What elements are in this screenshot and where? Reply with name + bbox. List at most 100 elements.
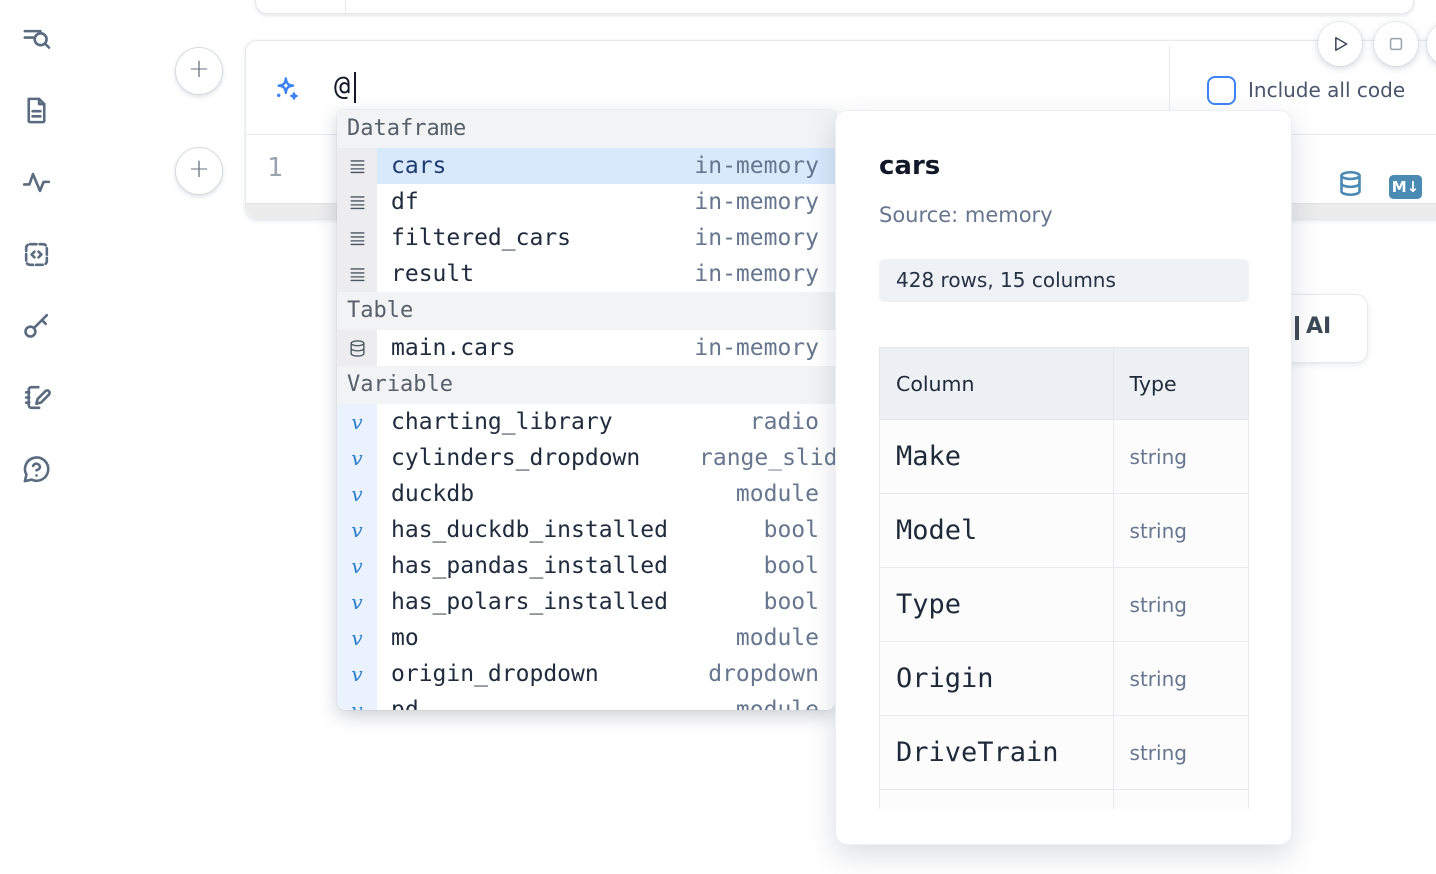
include-all-code-checkbox[interactable] bbox=[1207, 75, 1236, 105]
add-cell-below-button[interactable]: + bbox=[175, 147, 223, 195]
autocomplete-section-header: Dataframe bbox=[337, 110, 835, 148]
schema-column-name bbox=[879, 789, 1114, 809]
include-all-code-label: Include all code bbox=[1248, 78, 1406, 102]
schema-header-column: Column bbox=[879, 347, 1114, 420]
autocomplete-option[interactable]: v has_duckdb_installed bool bbox=[337, 512, 835, 548]
variable-icon: v bbox=[337, 584, 377, 620]
option-name: df bbox=[391, 189, 419, 215]
prompt-divider bbox=[1169, 45, 1170, 133]
option-name: mo bbox=[391, 625, 419, 651]
rows-columns-badge: 428 rows, 15 columns bbox=[879, 259, 1249, 302]
text-cursor bbox=[354, 72, 356, 103]
option-name: origin_dropdown bbox=[391, 661, 599, 687]
option-type: range_slider bbox=[699, 445, 835, 471]
option-name: cylinders_dropdown bbox=[391, 445, 641, 471]
toc-search-icon[interactable] bbox=[21, 24, 52, 55]
ai-sparkle-icon bbox=[277, 77, 298, 100]
schema-column-type: string bbox=[1112, 715, 1250, 790]
dataframe-detail-card: cars Source: memory 428 rows, 15 columns… bbox=[835, 110, 1292, 845]
scratchpad-notebook-icon[interactable] bbox=[21, 382, 52, 413]
option-name: has_duckdb_installed bbox=[391, 517, 668, 543]
rows-icon bbox=[337, 148, 377, 184]
ai-button-label: AI bbox=[1306, 314, 1332, 339]
autocomplete-section-header: Table bbox=[337, 292, 835, 330]
rows-icon bbox=[337, 220, 377, 256]
variable-icon: v bbox=[337, 620, 377, 656]
option-name: cars bbox=[391, 153, 447, 179]
help-chat-icon[interactable] bbox=[21, 454, 52, 485]
option-type: in-memory bbox=[694, 335, 819, 361]
option-type: module bbox=[735, 697, 819, 710]
activity-tracer-icon[interactable] bbox=[21, 167, 52, 198]
option-type: in-memory bbox=[694, 153, 819, 179]
option-type: radio bbox=[749, 409, 819, 435]
left-sidebar bbox=[0, 0, 72, 874]
card-source: Source: memory bbox=[879, 203, 1053, 227]
schema-column-type: string bbox=[1112, 567, 1250, 642]
database-icon[interactable] bbox=[1337, 167, 1364, 200]
autocomplete-option[interactable]: filtered_cars in-memory bbox=[337, 220, 835, 256]
card-title: cars bbox=[879, 151, 941, 181]
stop-square-icon bbox=[1389, 37, 1403, 51]
option-type: bool bbox=[763, 553, 819, 579]
autocomplete-option[interactable]: v pd module bbox=[337, 692, 835, 710]
option-type: module bbox=[735, 625, 819, 651]
rows-icon bbox=[337, 256, 377, 292]
rows-icon bbox=[337, 184, 377, 220]
clipped-glyph bbox=[1295, 316, 1299, 340]
stop-button[interactable] bbox=[1374, 22, 1418, 66]
option-type: module bbox=[735, 481, 819, 507]
option-name: has_pandas_installed bbox=[391, 553, 668, 579]
markdown-export-icon[interactable]: M↓ bbox=[1389, 175, 1422, 199]
option-name: duckdb bbox=[391, 481, 475, 507]
option-type: in-memory bbox=[694, 261, 819, 287]
extra-cell-button[interactable] bbox=[1427, 22, 1436, 66]
variable-icon: v bbox=[337, 476, 377, 512]
variable-icon: v bbox=[337, 512, 377, 548]
code-snippets-icon[interactable] bbox=[21, 239, 52, 270]
autocomplete-option[interactable]: df in-memory bbox=[337, 184, 835, 220]
autocomplete-option[interactable]: cars in-memory bbox=[337, 148, 835, 184]
option-type: in-memory bbox=[694, 189, 819, 215]
include-all-code-toggle[interactable]: Include all code bbox=[1207, 75, 1406, 105]
schema-column-type bbox=[1112, 789, 1250, 809]
autocomplete-option[interactable]: result in-memory bbox=[337, 256, 835, 292]
option-type: bool bbox=[763, 517, 819, 543]
option-name: filtered_cars bbox=[391, 225, 572, 251]
add-cell-above-button[interactable]: + bbox=[175, 47, 223, 95]
autocomplete-section-header: Variable bbox=[337, 366, 835, 404]
option-type: dropdown bbox=[708, 661, 819, 687]
run-cell-button[interactable] bbox=[1318, 22, 1362, 66]
database-icon bbox=[337, 330, 377, 366]
option-name: pd bbox=[391, 697, 419, 710]
schema-column-name: Model bbox=[879, 493, 1114, 568]
file-document-icon[interactable] bbox=[21, 95, 52, 126]
variable-icon: v bbox=[337, 404, 377, 440]
previous-cell-edge bbox=[255, 0, 1414, 14]
option-name: result bbox=[391, 261, 475, 287]
schema-column-name: Make bbox=[879, 419, 1114, 494]
option-type: in-memory bbox=[694, 225, 819, 251]
secrets-key-icon[interactable] bbox=[21, 310, 52, 341]
schema-column-name: Origin bbox=[879, 641, 1114, 716]
schema-column-name: Type bbox=[879, 567, 1114, 642]
ai-prompt-input[interactable]: @ bbox=[334, 71, 351, 102]
variable-icon: v bbox=[337, 692, 377, 710]
